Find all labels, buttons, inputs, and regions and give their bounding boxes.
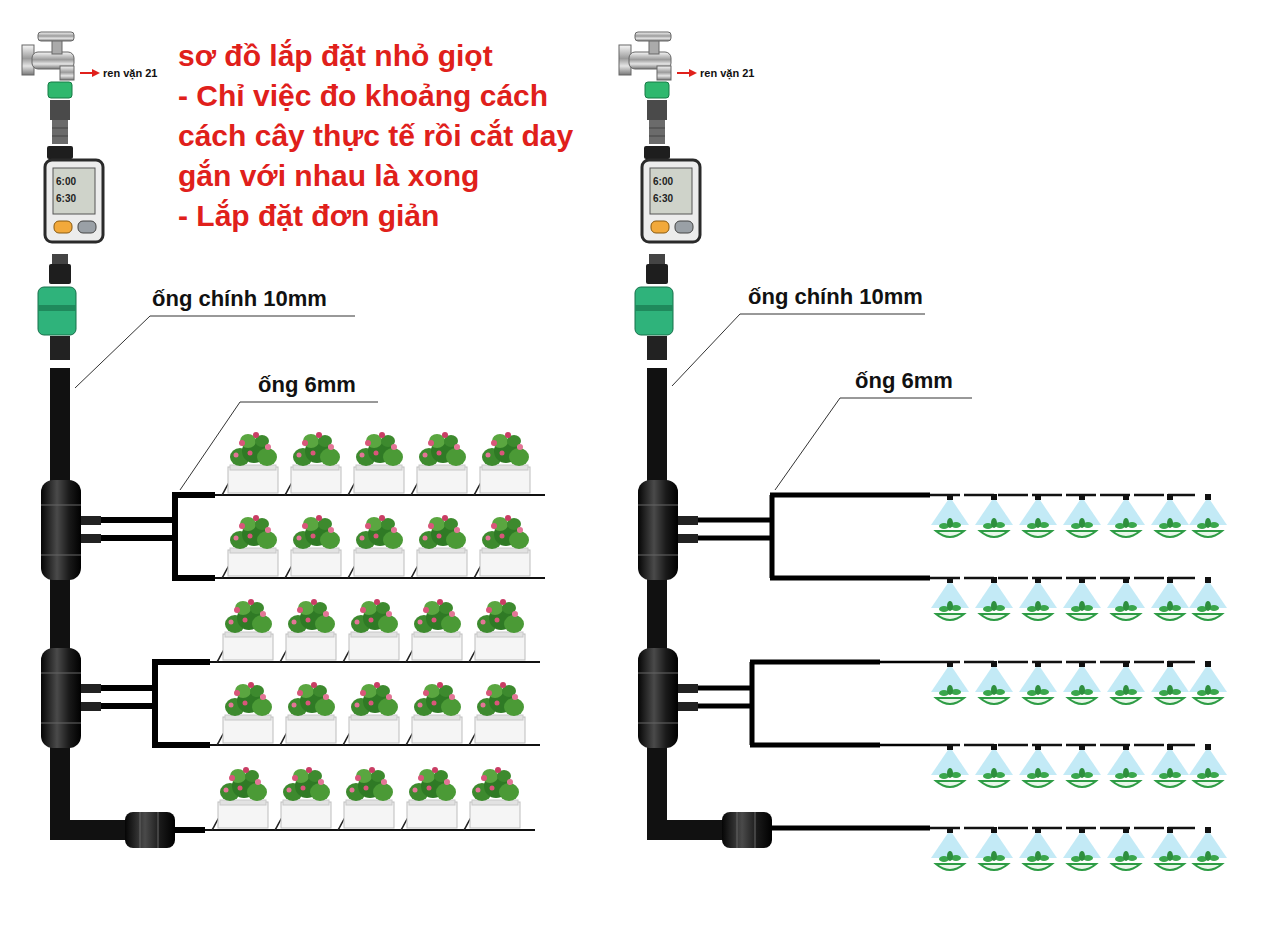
- illustration-part: [880, 662, 930, 745]
- timer-digits: 6:00: [56, 176, 76, 188]
- illustration-part: [215, 432, 545, 495]
- illustration-part: [210, 599, 540, 662]
- diagram-title: sơ đồ lắp đặt nhỏ giọt: [178, 36, 610, 76]
- illustration-part: [205, 767, 535, 830]
- leader-lines: [75, 314, 972, 490]
- pipe-label: ống 6mm: [258, 372, 356, 398]
- right-drip-rows: [930, 494, 1227, 870]
- illustration-part: [930, 744, 1227, 787]
- right-6mm-pipes: [698, 495, 930, 828]
- left-pot-rows: [205, 432, 545, 830]
- illustration-part: [930, 577, 1227, 620]
- pipe-label: ống chính 10mm: [748, 284, 923, 310]
- illustration-part: [775, 398, 972, 490]
- left-6mm-pipes: [101, 495, 215, 830]
- illustration-part: [930, 827, 1227, 870]
- illustration-part: [698, 495, 930, 578]
- illustration-part: [930, 661, 1227, 704]
- pipe-label: ống chính 10mm: [152, 286, 327, 312]
- illustration-part: [101, 662, 210, 745]
- thread-label: ren vặn 21: [700, 67, 754, 79]
- illustration-part: [698, 662, 880, 745]
- thread-label: ren vặn 21: [103, 67, 157, 79]
- illustration-part: [210, 682, 540, 745]
- note-text: - Chỉ việc đo khoảng cách cách cây thực …: [178, 76, 610, 196]
- timer-digits: 6:30: [56, 193, 76, 205]
- illustration-part: [101, 495, 215, 578]
- right-thin-pipes: [880, 662, 930, 745]
- timer-digits: 6:30: [653, 193, 673, 205]
- pipe-label: ống 6mm: [855, 368, 953, 394]
- illustration-part: [215, 515, 545, 578]
- title-notes: sơ đồ lắp đặt nhỏ giọt - Chỉ việc đo kho…: [178, 36, 610, 236]
- note-text: - Lắp đặt đơn giản: [178, 196, 610, 236]
- right-supply-assembly: [619, 32, 772, 848]
- illustration-part: [772, 826, 930, 831]
- timer-digits: 6:00: [653, 176, 673, 188]
- illustration-part: [180, 402, 378, 490]
- illustration-part: [175, 827, 205, 833]
- illustration-part: [930, 494, 1227, 537]
